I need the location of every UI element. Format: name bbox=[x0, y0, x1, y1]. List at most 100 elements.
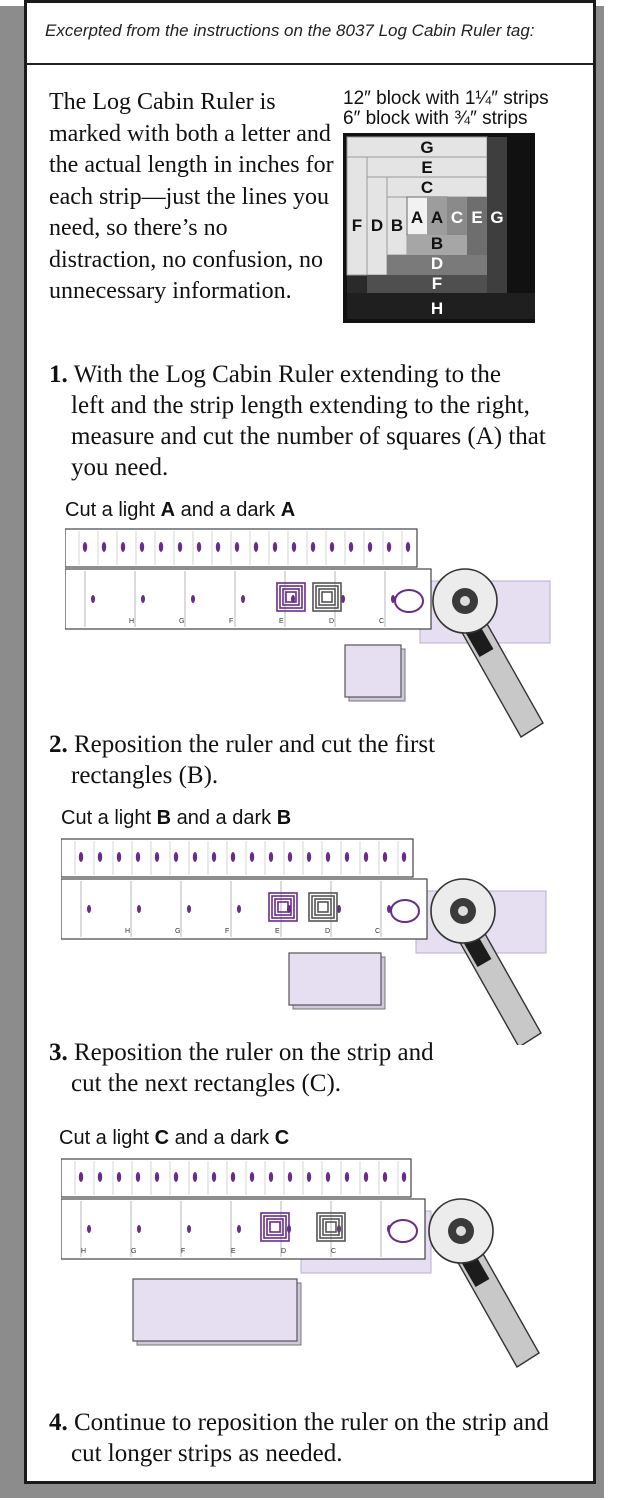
ruler-letter: G bbox=[175, 928, 180, 935]
cut-caption-a: Cut a light A and a dark A bbox=[65, 499, 295, 522]
mini-block-ring bbox=[263, 1215, 287, 1239]
ruler-letter: E bbox=[231, 1248, 236, 1255]
cut-b-letter-light: B bbox=[156, 807, 172, 829]
step-3-number: 3. bbox=[49, 1039, 68, 1066]
ruler-letter: F bbox=[181, 1248, 185, 1255]
mini-block-ring bbox=[271, 895, 295, 919]
mini-block-ring bbox=[318, 588, 336, 606]
block-caption-12: 12″ block with 1¼″ strips bbox=[343, 88, 549, 109]
ruler-mark bbox=[154, 1172, 160, 1182]
ruler-mark bbox=[230, 1172, 236, 1182]
ruler-top-band bbox=[61, 1158, 412, 1198]
ruler-letter: G bbox=[179, 618, 184, 625]
step-2-line2: rectangles (B). bbox=[71, 762, 219, 789]
mini-block-ring bbox=[312, 582, 342, 612]
step-1-line3: measure and cut the number of squares (A… bbox=[71, 423, 546, 450]
mini-block-ring bbox=[308, 892, 338, 922]
block-caption: 12″ block with 1¼″ strips 6″ block with … bbox=[343, 89, 549, 129]
ruler-mark bbox=[344, 852, 350, 862]
step-2-number: 2. bbox=[49, 731, 68, 758]
ruler-mark bbox=[158, 542, 164, 552]
ruler-mark bbox=[249, 1172, 255, 1182]
ruler-mark bbox=[310, 542, 316, 552]
ruler-mini-block bbox=[268, 892, 298, 922]
ruler-letter: C bbox=[331, 1248, 336, 1255]
ruler-body bbox=[65, 568, 432, 630]
ruler-mark bbox=[306, 1172, 312, 1182]
ruler-logo bbox=[388, 1219, 418, 1243]
cut-c-letter-dark: C bbox=[274, 1127, 290, 1149]
ruler-mark bbox=[91, 595, 95, 603]
ruler-mark bbox=[78, 852, 84, 862]
block-letter-f-bottom: F bbox=[432, 274, 442, 293]
step-4-line2: cut longer strips as needed. bbox=[71, 1440, 343, 1467]
ruler-mark bbox=[137, 905, 141, 913]
block-letter-h: H bbox=[431, 299, 443, 318]
cut-b-mid: and a dark bbox=[171, 807, 277, 829]
block-letter-b-bottom: B bbox=[431, 234, 443, 253]
ruler-letter: C bbox=[375, 928, 380, 935]
ruler-mark bbox=[337, 905, 341, 913]
step-3-line1: Reposition the ruler on the strip and bbox=[74, 1039, 434, 1066]
ruler-mark bbox=[237, 905, 241, 913]
cut-a-letter-dark: A bbox=[280, 499, 296, 521]
mini-block-ring bbox=[279, 585, 303, 609]
ruler-mark bbox=[191, 595, 195, 603]
ruler-mark bbox=[329, 542, 335, 552]
ruler-mini-block bbox=[276, 582, 306, 612]
ruler-letter: F bbox=[229, 618, 233, 625]
ruler-mark bbox=[154, 852, 160, 862]
ruler-letter: E bbox=[275, 928, 280, 935]
block-letter-c: C bbox=[421, 178, 433, 197]
ruler-letter: D bbox=[281, 1248, 286, 1255]
ruler-mark bbox=[187, 1225, 191, 1233]
block-letter-c-right: C bbox=[451, 208, 463, 227]
step-1-line1: With the Log Cabin Ruler extending to th… bbox=[73, 361, 501, 388]
ruler-mark bbox=[348, 542, 354, 552]
ruler-mark bbox=[215, 542, 221, 552]
ruler-mark bbox=[192, 1172, 198, 1182]
ruler-mark bbox=[234, 542, 240, 552]
mini-block-ring bbox=[314, 898, 332, 916]
ruler-mark bbox=[253, 542, 259, 552]
ruler-mark bbox=[177, 542, 183, 552]
ruler-mark bbox=[382, 852, 388, 862]
cut-caption-c: Cut a light C and a dark C bbox=[59, 1127, 289, 1150]
step-4-number: 4. bbox=[49, 1409, 68, 1436]
ruler-body bbox=[61, 878, 428, 940]
mini-block-ring bbox=[268, 892, 298, 922]
ruler-mark bbox=[82, 542, 88, 552]
block-letter-g-right: G bbox=[490, 208, 503, 227]
ruler-mark bbox=[87, 1225, 91, 1233]
ruler-letter: D bbox=[325, 928, 330, 935]
block-letter-d-bottom: D bbox=[431, 254, 443, 273]
block-letter-a1: A bbox=[411, 208, 423, 227]
ruler-mark bbox=[137, 1225, 141, 1233]
block-letter-e: E bbox=[421, 158, 432, 177]
ruler-mini-block bbox=[316, 1212, 346, 1242]
rotary-cutter-screw bbox=[456, 1226, 466, 1236]
ruler-letter: F bbox=[225, 928, 229, 935]
block-caption-6: 6″ block with ¾″ strips bbox=[343, 108, 528, 129]
cut-a-letter-light: A bbox=[160, 499, 176, 521]
log-cabin-block-diagram: G E C F D B A A C E G B D F H bbox=[343, 133, 535, 323]
cut-c-mid: and a dark bbox=[169, 1127, 275, 1149]
cut-c-prefix: Cut a light bbox=[59, 1127, 155, 1149]
ruler-mark bbox=[211, 852, 217, 862]
mini-block-ring bbox=[315, 585, 339, 609]
ruler-mark bbox=[249, 852, 255, 862]
ruler-letter: C bbox=[379, 618, 384, 625]
mini-block-ring bbox=[316, 1212, 346, 1242]
cut-c-letter-light: C bbox=[154, 1127, 170, 1149]
mini-block-ring bbox=[322, 1218, 340, 1236]
cut-piece bbox=[288, 952, 382, 1006]
ruler-letter: D bbox=[329, 618, 334, 625]
ruler-mark bbox=[78, 1172, 84, 1182]
ruler-mark bbox=[268, 852, 274, 862]
ruler-body bbox=[61, 1198, 426, 1260]
mini-block-ring bbox=[325, 1221, 337, 1233]
ruler-mark bbox=[405, 542, 411, 552]
